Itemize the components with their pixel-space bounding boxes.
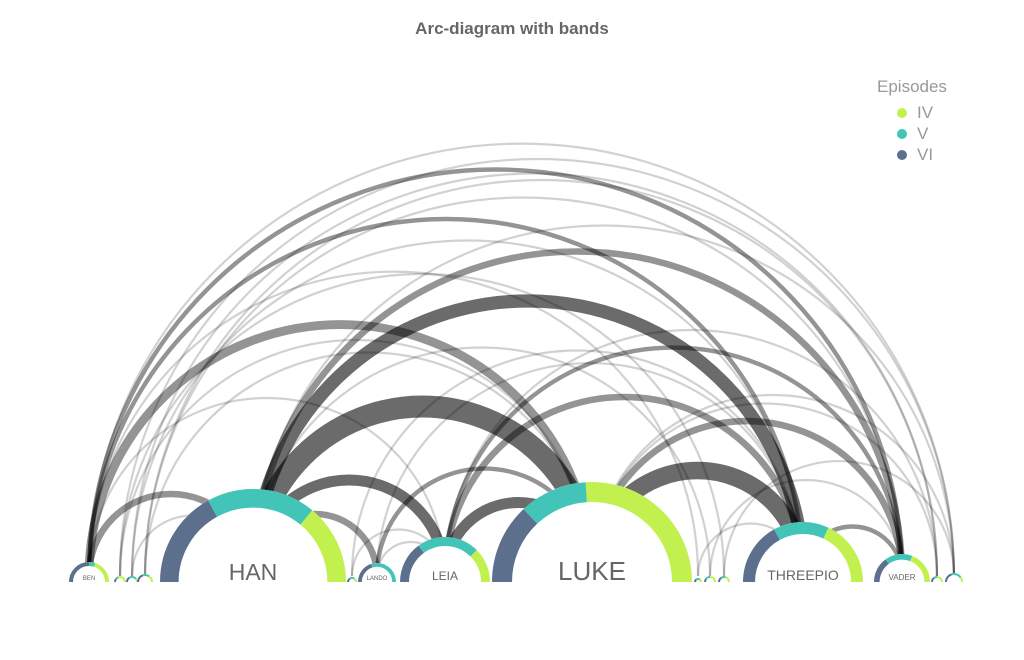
node-segment-v — [88, 562, 96, 567]
node-segment-v — [418, 537, 477, 557]
link-arc[interactable] — [246, 294, 810, 577]
link-arc[interactable] — [441, 393, 807, 577]
node-segment-v — [115, 576, 119, 580]
node-segment-iv — [93, 562, 109, 583]
legend: Episodes IV V VI — [877, 77, 947, 165]
node-segment-vi — [358, 563, 373, 583]
node-label: LUKE — [558, 556, 626, 586]
node-label: HAN — [229, 559, 278, 585]
node-segment-v — [885, 554, 913, 564]
node-segment-vi — [69, 562, 90, 583]
link-arc[interactable] — [87, 270, 700, 577]
node-segment-iv — [118, 576, 126, 583]
node-segment-vi — [160, 500, 218, 583]
node-segment-iv — [709, 576, 716, 583]
link-arc[interactable] — [722, 459, 956, 577]
legend-label-v: V — [917, 123, 929, 143]
node-segment-iv — [725, 576, 730, 583]
node-segment-vi — [347, 577, 351, 583]
node-segment-iv — [470, 550, 490, 583]
node-label: LANDO — [367, 576, 388, 582]
legend-item-v[interactable]: V — [877, 123, 947, 144]
link-arc[interactable] — [249, 248, 906, 577]
node-segment-vi — [718, 577, 722, 583]
node-segment-vi — [931, 577, 935, 583]
link-arc[interactable] — [375, 361, 805, 577]
link-arc[interactable] — [118, 157, 956, 577]
node-segment-vi — [743, 529, 781, 583]
node-segment-v — [720, 576, 726, 579]
chart-title: Arc-diagram with bands — [415, 19, 609, 38]
node-segment-vi — [114, 578, 117, 583]
node-segment-vi — [126, 577, 130, 583]
link-arc[interactable] — [130, 172, 939, 577]
link-arc[interactable] — [251, 224, 956, 577]
link-arc[interactable] — [86, 167, 905, 577]
node-segment-vi — [704, 578, 707, 583]
node-segment-iv — [959, 576, 963, 583]
node-segment-iv — [699, 578, 702, 583]
node-segment-vi — [400, 545, 425, 583]
node-segment-v — [523, 482, 588, 524]
node-label: THREEPIO — [767, 567, 839, 583]
node-segment-iv — [148, 575, 153, 583]
link-arc[interactable] — [143, 178, 939, 577]
link-arc[interactable] — [143, 351, 594, 577]
node-label: BEN — [83, 576, 95, 582]
node-segment-v — [951, 573, 962, 578]
link-arc[interactable] — [251, 346, 712, 577]
node-segment-v — [695, 578, 701, 581]
node-segment-iv — [823, 527, 863, 583]
node-label: VADER — [889, 573, 916, 582]
node-segment-iv — [135, 578, 138, 583]
node-segment-iv — [910, 555, 930, 583]
node-segment-iv — [585, 482, 692, 583]
node-segment-vi — [137, 574, 144, 583]
node-segment-v — [349, 577, 355, 580]
link-arc[interactable] — [143, 196, 904, 577]
link-arc[interactable] — [84, 320, 597, 577]
node-segment-v — [933, 576, 938, 579]
node-segment-iv — [300, 510, 346, 583]
link-arc[interactable] — [118, 272, 726, 577]
legend-label-iv: IV — [917, 102, 934, 122]
legend-title: Episodes — [877, 77, 947, 96]
node-segment-iv — [353, 577, 357, 583]
node-segment-v — [705, 576, 711, 580]
legend-marker-iv — [897, 107, 907, 118]
legend-label-vi: VI — [917, 144, 934, 164]
link-arc[interactable] — [442, 345, 905, 577]
node-segment-v — [208, 489, 313, 525]
link-arc[interactable] — [87, 396, 447, 577]
link-arc[interactable] — [86, 216, 806, 577]
node-segment-v — [128, 576, 137, 580]
node-label: LEIA — [432, 569, 458, 583]
node-segment-vi — [874, 559, 889, 583]
link-arc[interactable] — [443, 328, 939, 577]
node-segment-iv — [936, 576, 943, 583]
node-segment-vi — [694, 578, 697, 583]
link-arc[interactable] — [708, 478, 904, 577]
legend-marker-vi — [897, 149, 907, 160]
node-segment-v — [774, 522, 829, 541]
link-arc[interactable] — [130, 239, 805, 577]
node-segment-v — [142, 574, 150, 578]
links-layer — [84, 142, 956, 577]
legend-item-iv[interactable]: IV — [877, 102, 947, 123]
node-segment-vi — [492, 509, 538, 583]
link-arc[interactable] — [350, 349, 805, 577]
node-segment-v — [371, 563, 396, 583]
legend-marker-v — [897, 128, 907, 139]
legend-item-vi[interactable]: VI — [877, 144, 947, 165]
baseline-mask — [0, 582, 1024, 660]
link-arc[interactable] — [118, 338, 594, 577]
node-segment-vi — [945, 573, 952, 583]
link-arc[interactable] — [87, 142, 956, 577]
